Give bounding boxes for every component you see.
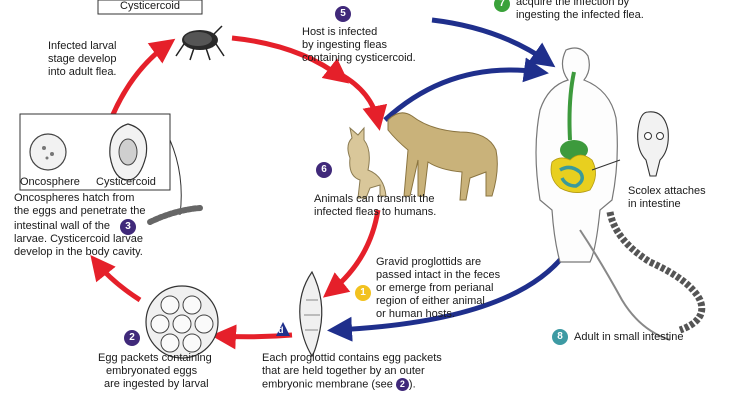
step-8-line-1: Adult in small intestine [574,331,684,343]
step-5-badge: 5 [335,6,351,22]
step-3-line-3: intestinal wall of the [14,220,110,232]
step-1-line-2: passed intact in the feces [376,269,501,281]
step-6-badge: 6 [316,162,332,178]
step-d-line-2: that are held together by an outer [262,365,425,377]
step-3-badge: 3 [120,219,136,235]
oncosphere-illustration [29,133,67,171]
scolex-illustration [637,111,669,177]
cysticercoid-illustration [109,123,148,181]
step-d-line-1: Each proglottid contains egg packets [262,352,442,364]
arrow-flea-to-host [231,35,350,84]
top-box-label: Cysticercoid [120,0,180,12]
step-7-badge: 7 [494,0,510,12]
step-2-line-2: embryonated eggs [106,365,198,377]
step-8-badge: 8 [552,329,568,345]
step-7-line-2: ingesting the infected flea. [516,9,644,21]
flea-illustration [175,25,225,61]
step-3-line-5: develop in the body cavity. [14,246,143,258]
proglottid-illustration [299,270,323,358]
scolex-label-line-1: Scolex attaches [628,185,706,197]
cat-illustration [347,126,387,199]
step-6-line-1: Animals can transmit the [314,193,435,205]
adult-tapeworm-illustration [579,211,706,341]
arrow-eggs-to-larvae [90,254,142,303]
step-2-line-1: Egg packets containing [98,352,212,364]
step-7-line-1: acquire the infection by [516,0,630,8]
step-5-line-3: containing cysticercoid. [302,52,416,64]
arrow-dog-to-proglottid [322,209,381,298]
step-4-line-3: into adult flea. [48,66,117,78]
step-d-badge: d [278,325,284,335]
oncosphere-label: Oncosphere [20,176,80,188]
dog-illustration [387,112,498,201]
step-3-line-4: larvae. Cysticercoid larvae [14,233,143,245]
step-d-line-3: embryonic membrane (see 2). [262,378,416,391]
human-illustration [535,47,618,263]
arrow-host-to-human-top [431,17,556,68]
step-3-line-1: Oncospheres hatch from [14,192,135,204]
step-1-badge: 1 [355,285,371,301]
step-6-line-2: infected fleas to humans. [314,206,437,218]
scolex-label-line-2: in intestine [628,198,681,210]
step-3-line-2: the eggs and penetrate the [14,205,146,217]
step-2-badge: 2 [124,330,140,346]
step-4-line-2: stage develop [48,53,117,65]
step-1-line-4: region of either animal [376,295,485,307]
step-5-line-2: by ingesting fleas [302,39,387,51]
step-1-line-5: or human hosts. [376,308,455,320]
step-1-line-1: Gravid proglottids are [376,256,482,268]
step-d-ref-badge: 2 [395,378,409,391]
cysticercoid-label: Cysticercoid [96,176,156,188]
step-2-line-3: are ingested by larval [104,378,209,390]
arrow-dog-to-human [383,57,549,122]
step-1-line-3: or emerge from perianal [376,282,494,294]
step-d-line-3-text: embryonic membrane (see [262,378,393,391]
larva-illustration [147,205,203,225]
step-d-line-3-tail: ). [408,378,416,391]
egg-packet-illustration [145,285,219,359]
step-4-line-1: Infected larval [48,40,117,52]
arrow-host-to-dog [338,71,388,131]
step-5-line-1: Host is infected [302,26,378,38]
